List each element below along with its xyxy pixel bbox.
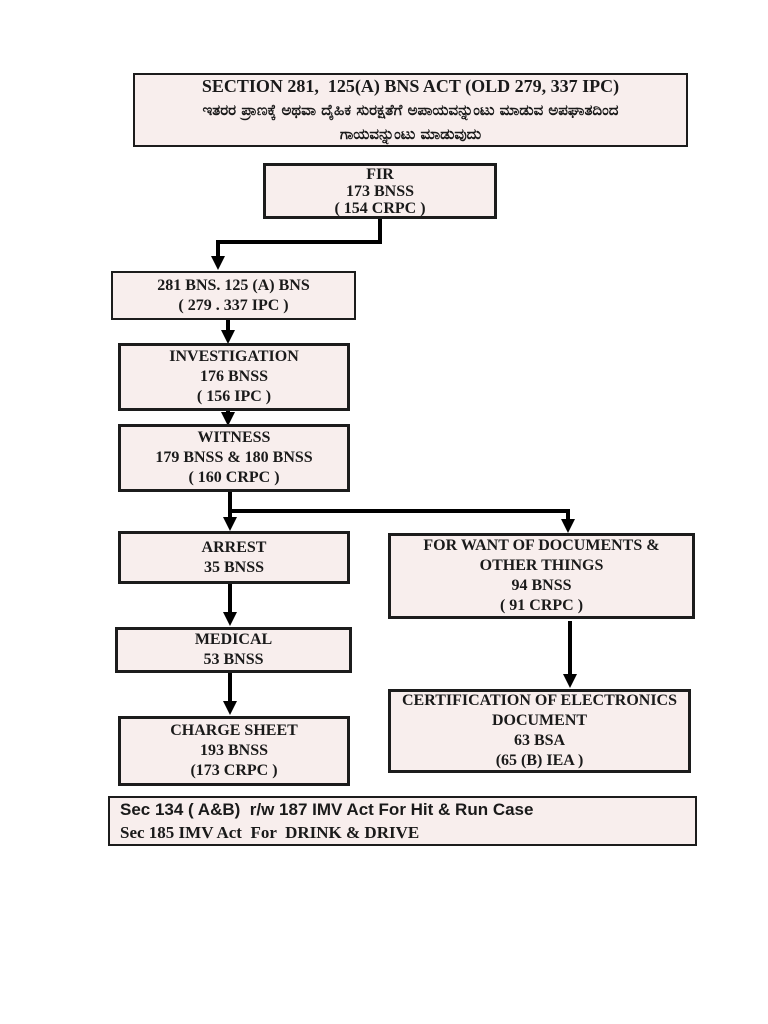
node-section-ref: 63 BSA [513, 732, 566, 749]
node-section-ref: 94 BNSS [511, 577, 572, 594]
node-title: CERTIFICATION OF ELECTRONICS DOCUMENT [401, 692, 682, 729]
footer-line-drink-and-drive: Sec 185 IMV Act For DRINK & DRIVE [120, 823, 420, 842]
arrowhead-down-icon [561, 519, 575, 533]
arrow-medical-to-chargesheet [223, 673, 237, 715]
node-old-ref: (173 CRPC ) [190, 762, 278, 779]
arrowhead-down-icon [211, 256, 225, 270]
footer-line-hit-and-run: Sec 134 ( A&B) r/w 187 IMV Act For Hit &… [120, 800, 534, 819]
node-title: FIR [366, 165, 394, 183]
arrow-documents-to-certification [563, 621, 577, 688]
node-title: 281 BNS. 125 (A) BNS [157, 276, 310, 294]
arrowhead-down-icon [223, 517, 237, 531]
title-line-english: SECTION 281, 125(A) BNS ACT (OLD 279, 33… [201, 76, 620, 96]
title-box: SECTION 281, 125(A) BNS ACT (OLD 279, 33… [133, 73, 688, 147]
flow-node-documents: FOR WANT OF DOCUMENTS & OTHER THINGS 94 … [388, 533, 695, 619]
flow-node-witness: WITNESS 179 BNSS & 180 BNSS ( 160 CRPC ) [118, 424, 350, 492]
flow-node-fir: FIR 173 BNSS ( 154 CRPC ) [263, 163, 497, 219]
node-title: MEDICAL [194, 631, 273, 648]
flow-node-bns-sections: 281 BNS. 125 (A) BNS ( 279 . 337 IPC ) [111, 271, 356, 320]
flow-node-investigation: INVESTIGATION 176 BNSS ( 156 IPC ) [118, 343, 350, 411]
node-title: CHARGE SHEET [170, 722, 298, 739]
flow-node-certification: CERTIFICATION OF ELECTRONICS DOCUMENT 63… [388, 689, 691, 773]
node-old-ref: ( 154 CRPC ) [334, 199, 426, 217]
node-title: WITNESS [197, 429, 271, 446]
node-section-ref: 173 BNSS [345, 182, 415, 200]
arrow-arrest-to-medical [223, 584, 237, 626]
node-title: FOR WANT OF DOCUMENTS & OTHER THINGS [423, 537, 664, 574]
node-section-ref: 193 BNSS [199, 742, 269, 759]
flow-node-arrest: ARREST 35 BNSS [118, 531, 350, 584]
title-line-kannada-1: ಇತರರ ಪ್ರಾಣಕ್ಕೆ ಅಥವಾ ದೈಹಿಕ ಸುರಕ್ಷತೆಗೆ ಅಪಾ… [202, 101, 619, 119]
node-section-ref: 35 BNSS [203, 558, 265, 576]
node-old-ref: ( 91 CRPC ) [499, 597, 584, 614]
node-title: INVESTIGATION [169, 348, 299, 365]
flow-node-chargesheet: CHARGE SHEET 193 BNSS (173 CRPC ) [118, 716, 350, 786]
node-old-ref: ( 160 CRPC ) [188, 469, 280, 486]
node-old-ref: ( 156 IPC ) [196, 388, 272, 405]
node-title: ARREST [201, 538, 267, 556]
node-section-ref: 179 BNSS & 180 BNSS [155, 449, 313, 466]
node-section-ref: 53 BNSS [203, 651, 264, 668]
arrow-fir-to-bns [211, 219, 382, 270]
node-old-ref: (65 (B) IEA ) [495, 752, 584, 769]
node-old-ref: ( 279 . 337 IPC ) [178, 296, 289, 314]
arrow-witness-branch [223, 492, 575, 533]
arrow-bns-to-investigation [221, 320, 235, 344]
title-line-kannada-2: ಗಾಯವನ್ನುಂಟು ಮಾಡುವುದು [339, 125, 482, 143]
arrowhead-down-icon [563, 674, 577, 688]
arrowhead-down-icon [221, 330, 235, 344]
node-section-ref: 176 BNSS [199, 368, 269, 385]
flow-node-medical: MEDICAL 53 BNSS [115, 627, 352, 673]
arrowhead-down-icon [223, 701, 237, 715]
footer-note-box: Sec 134 ( A&B) r/w 187 IMV Act For Hit &… [108, 796, 697, 846]
arrowhead-down-icon [223, 612, 237, 626]
